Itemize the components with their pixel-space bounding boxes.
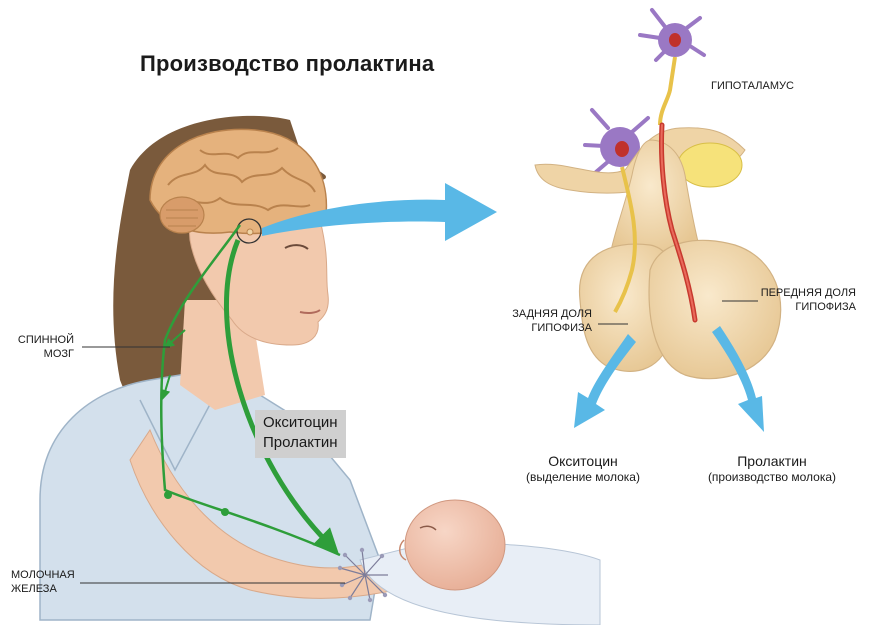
neuron-top bbox=[640, 10, 704, 60]
mammary-gland-label: МОЛОЧНАЯ ЖЕЛЕЗА bbox=[11, 568, 75, 597]
optic-chiasm bbox=[678, 143, 742, 187]
posterior-label-line1: ЗАДНЯЯ ДОЛЯ bbox=[490, 307, 592, 321]
output-prolactin-name: Пролактин bbox=[692, 452, 852, 470]
anterior-label-line2: ГИПОФИЗА bbox=[748, 300, 856, 314]
spinal-cord-label: СПИННОЙ МОЗГ bbox=[14, 333, 74, 362]
output-oxytocin-name: Окситоцин bbox=[513, 452, 653, 470]
hormone-label-oxytocin: Окситоцин bbox=[263, 413, 338, 433]
output-prolactin: Пролактин (производство молока) bbox=[692, 452, 852, 486]
anterior-label-line1: ПЕРЕДНЯЯ ДОЛЯ bbox=[748, 286, 856, 300]
output-oxytocin-effect: (выделение молока) bbox=[513, 470, 653, 486]
nerve-node bbox=[221, 508, 229, 516]
mammary-label-line1: МОЛОЧНАЯ bbox=[11, 568, 75, 582]
hypothalamus-label: ГИПОТАЛАМУС bbox=[711, 79, 794, 93]
posterior-lobe-label: ЗАДНЯЯ ДОЛЯ ГИПОФИЗА bbox=[490, 307, 592, 336]
spinal-cord-label-line2: МОЗГ bbox=[14, 347, 74, 361]
hypothalamus-label-text: ГИПОТАЛАМУС bbox=[711, 80, 794, 92]
axon-top bbox=[660, 57, 675, 125]
spinal-cord-label-line1: СПИННОЙ bbox=[14, 333, 74, 347]
anterior-lobe-label: ПЕРЕДНЯЯ ДОЛЯ ГИПОФИЗА bbox=[748, 286, 856, 315]
output-prolactin-effect: (производство молока) bbox=[692, 470, 852, 486]
hormone-label-box: Окситоцин Пролактин bbox=[255, 410, 346, 458]
posterior-label-line2: ГИПОФИЗА bbox=[490, 321, 592, 335]
nerve-node bbox=[164, 491, 172, 499]
page-title: Производство пролактина bbox=[140, 50, 434, 79]
hormone-label-prolactin: Пролактин bbox=[263, 433, 338, 453]
output-oxytocin: Окситоцин (выделение молока) bbox=[513, 452, 653, 486]
mammary-label-line2: ЖЕЛЕЗА bbox=[11, 582, 75, 596]
baby bbox=[360, 500, 600, 625]
